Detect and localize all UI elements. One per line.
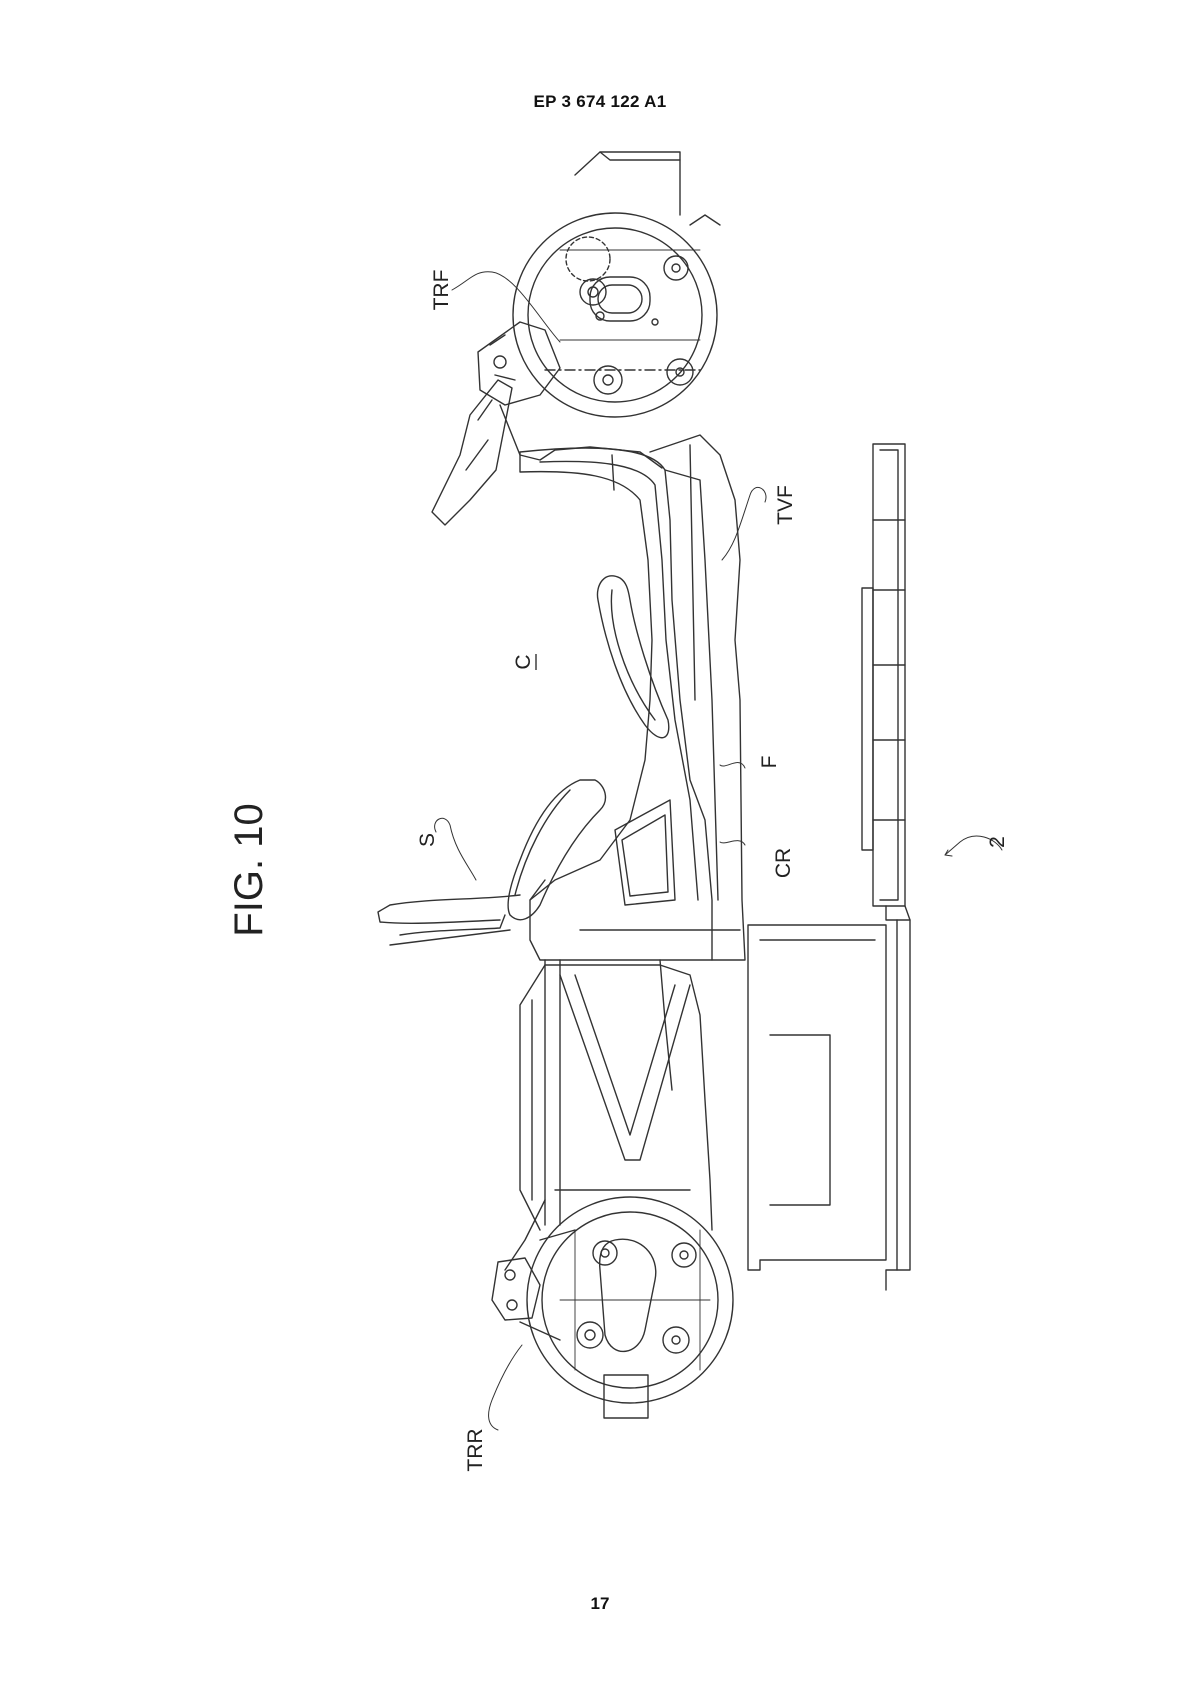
label-tvf: TVF xyxy=(774,485,797,525)
figure-title: FIG. 10 xyxy=(227,803,271,936)
page-number: 17 xyxy=(590,1594,610,1613)
rear-wheel xyxy=(526,1196,734,1419)
label-2: 2 xyxy=(986,836,1009,848)
battery-platform xyxy=(747,443,911,1291)
publication-number: EP 3 674 122 A1 xyxy=(533,92,667,111)
front-subframe xyxy=(431,321,663,526)
label-cr: CR xyxy=(772,848,795,878)
rear-truss xyxy=(504,959,713,1271)
label-s: S xyxy=(416,833,439,847)
main-frame xyxy=(519,434,746,961)
label-trf: TRF xyxy=(430,270,453,311)
label-trr: TRR xyxy=(464,1428,487,1471)
label-f: F xyxy=(758,756,781,769)
leader-lines xyxy=(434,271,1003,1431)
rear-mount xyxy=(491,1229,576,1341)
front-wheel xyxy=(512,151,721,418)
seat xyxy=(377,575,670,946)
label-c: C xyxy=(512,654,535,669)
cross-member xyxy=(529,799,676,1226)
